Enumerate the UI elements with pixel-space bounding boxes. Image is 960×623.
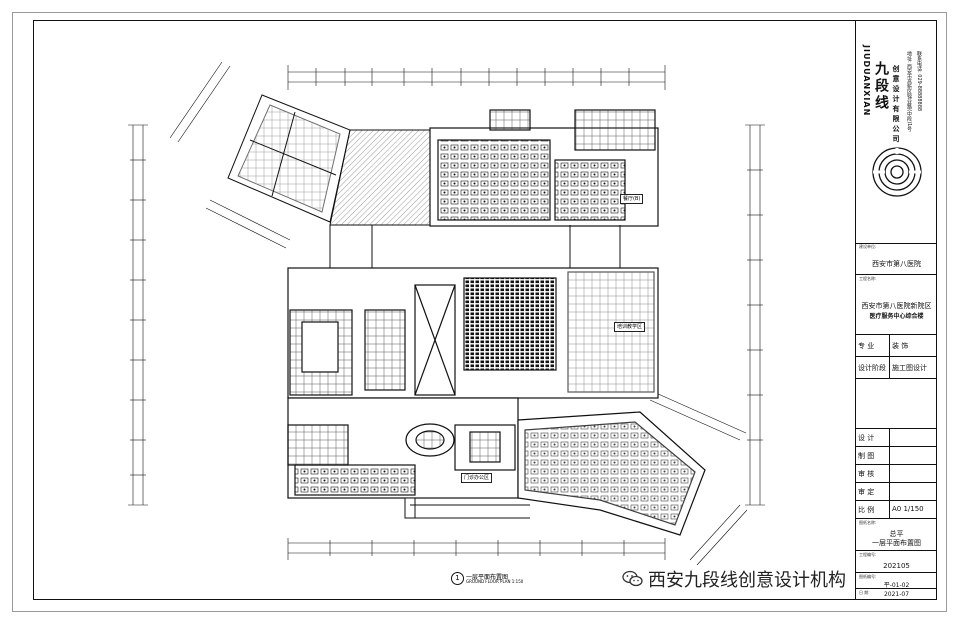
title-block-brand: JIUDUANXIAN 九段线 创意设计有限公司 地址: 西安市高新区锦业路(中… bbox=[856, 21, 937, 244]
dimension-angled-upper-left bbox=[169, 61, 291, 249]
designer-label: 设 计 bbox=[858, 434, 875, 442]
project-no-value: 202105 bbox=[883, 562, 910, 570]
dimension-left bbox=[128, 124, 148, 506]
drawing-name-line1: 总平 bbox=[889, 530, 904, 538]
drawing-name-label: 图纸名称: bbox=[859, 520, 877, 525]
watermark-text: 西安九段线创意设计机构 bbox=[648, 570, 846, 591]
scale-value: A0 1/150 bbox=[892, 505, 924, 513]
room-label-training: 培训教学区 bbox=[614, 322, 646, 332]
client-row: 建设单位: 西安市第八医院 bbox=[856, 243, 937, 275]
main-block bbox=[287, 267, 659, 499]
checker-label: 审 核 bbox=[858, 470, 875, 478]
corridor bbox=[329, 225, 621, 268]
client-label: 建设单位: bbox=[859, 244, 877, 249]
room-label-clinic-office: 门诊办公区 bbox=[461, 473, 493, 483]
drawing-no-label: 图纸编号: bbox=[859, 574, 877, 579]
brand-company: 创意设计有限公司 bbox=[892, 65, 900, 145]
project-no-row: 工程编号: 202105 bbox=[856, 551, 937, 573]
watermark: 西安九段线创意设计机构 bbox=[622, 566, 846, 593]
brand-en: JIUDUANXIAN bbox=[862, 45, 871, 117]
room-label-dining: 餐厅(B) bbox=[620, 194, 644, 204]
brand-cn: 九段线 bbox=[873, 61, 889, 112]
dimension-right bbox=[745, 124, 765, 506]
checker-row: 审 核 bbox=[856, 465, 937, 483]
plan-title-en: GROUND FLOOR PLAN 1:150 bbox=[466, 579, 524, 584]
drawing-no-value: 平-01-02 bbox=[883, 582, 910, 589]
date-label: 日 期: bbox=[859, 590, 870, 595]
upper-block bbox=[429, 109, 659, 227]
blank-row bbox=[856, 379, 937, 429]
dimension-top bbox=[287, 65, 666, 90]
drawing-no-row: 图纸编号: 平-01-02 bbox=[856, 573, 937, 589]
brand-address: 地址: 西安市高新区锦业路(中段)1号 bbox=[906, 51, 912, 132]
brand-tel: 联系电话: 029-88888888 bbox=[916, 51, 922, 112]
approver-label: 审 定 bbox=[858, 488, 875, 496]
designer-row: 设 计 bbox=[856, 429, 937, 447]
project-row: 工程名称: 西安市第八医院新院区 医疗服务中心综合楼 bbox=[856, 275, 937, 335]
drawing-frame bbox=[33, 20, 937, 600]
wechat-icon bbox=[622, 570, 644, 593]
entrance bbox=[404, 497, 530, 519]
title-block: JIUDUANXIAN 九段线 创意设计有限公司 地址: 西安市高新区锦业路(中… bbox=[855, 21, 937, 599]
drafter-label: 制 图 bbox=[858, 452, 875, 460]
plan-title-cn: 一层平面布置图 bbox=[466, 574, 509, 581]
project-line2: 医疗服务中心综合楼 bbox=[869, 313, 924, 320]
project-line1: 西安市第八医院新院区 bbox=[861, 302, 932, 310]
stage-value: 施工图设计 bbox=[892, 364, 927, 372]
specialty-value: 装 饰 bbox=[892, 342, 909, 350]
lower-right-wing bbox=[517, 411, 706, 536]
dimension-bottom bbox=[287, 538, 666, 560]
date-value: 2021-07 bbox=[883, 591, 910, 598]
stage-label: 设计阶段 bbox=[858, 364, 886, 372]
scale-row: 比 例 A0 1/150 bbox=[856, 501, 937, 519]
specialty-label: 专 业 bbox=[858, 342, 875, 350]
specialty-row: 专 业 装 饰 bbox=[856, 335, 937, 357]
jiuduanxian-logo bbox=[872, 147, 922, 197]
project-no-label: 工程编号: bbox=[859, 552, 877, 557]
client-value: 西安市第八医院 bbox=[872, 260, 921, 268]
plan-number: 1 bbox=[451, 572, 464, 585]
project-label: 工程名称: bbox=[859, 276, 877, 281]
drafter-row: 制 图 bbox=[856, 447, 937, 465]
upper-left-wing bbox=[227, 94, 351, 223]
scale-label: 比 例 bbox=[858, 506, 875, 514]
drawing-name-line2: 一层平面布置图 bbox=[872, 539, 921, 547]
drawing-name-row: 图纸名称: 总平 一层平面布置图 bbox=[856, 519, 937, 551]
dimension-angled-lower-right bbox=[649, 392, 748, 566]
date-row: 日 期: 2021-07 bbox=[856, 589, 937, 599]
stage-row: 设计阶段 施工图设计 bbox=[856, 357, 937, 379]
approver-row: 审 定 bbox=[856, 483, 937, 501]
